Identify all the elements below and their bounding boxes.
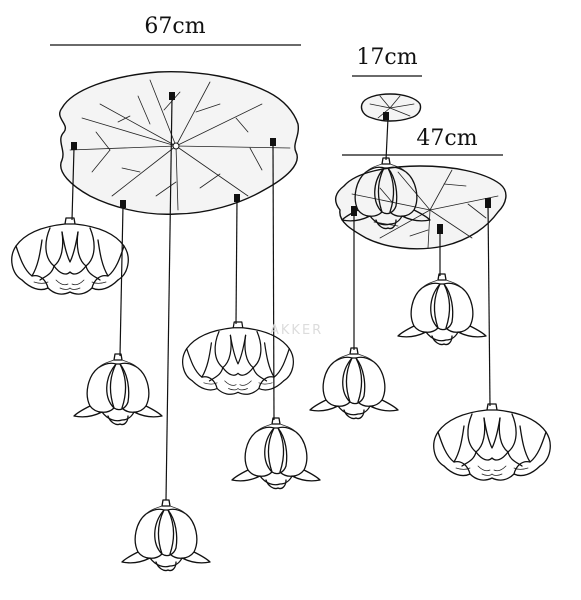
small-leaf-canopy — [360, 93, 422, 122]
center-cord — [385, 117, 389, 161]
lotus-bloom-3 — [433, 403, 551, 481]
lotus-bud-2 — [231, 417, 321, 490]
left-fixture-sockets — [71, 92, 276, 208]
large-lotus-leaf-canopy — [59, 70, 300, 215]
dimension-label-47cm: 47cm — [416, 126, 477, 151]
right-fixture-cords — [353, 203, 491, 407]
left-fixture-cords — [71, 97, 275, 501]
lotus-bud-1 — [73, 353, 163, 426]
watermark-text: AKKER — [270, 323, 323, 338]
dimension-17cm: 17cm — [352, 45, 422, 77]
lotus-bud-3 — [121, 499, 211, 572]
dimension-label-17cm: 17cm — [356, 45, 417, 70]
dimension-label-67cm: 67cm — [144, 14, 205, 39]
dimension-67cm: 67cm — [50, 14, 301, 46]
medium-lotus-leaf-canopy — [334, 165, 507, 250]
lotus-bloom-1 — [11, 217, 129, 295]
dimension-47cm: 47cm — [342, 126, 503, 156]
lotus-bud-4 — [309, 347, 399, 420]
center-socket — [383, 112, 389, 120]
right-fixture-sockets — [351, 198, 491, 234]
lotus-bud-5 — [397, 273, 487, 346]
